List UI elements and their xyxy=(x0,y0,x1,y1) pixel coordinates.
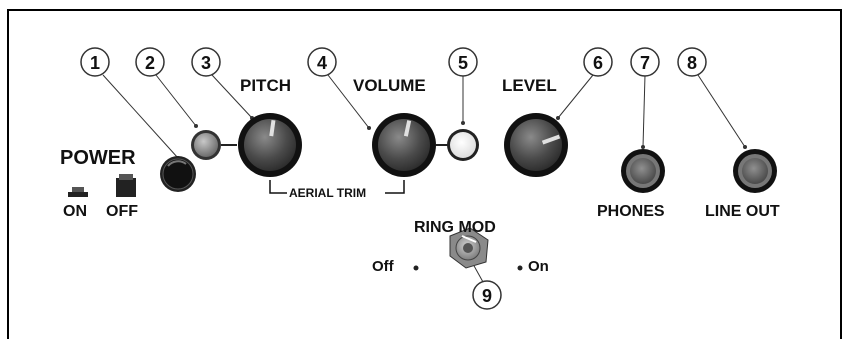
power-off-switch-icon xyxy=(116,178,136,197)
callout-circle-4 xyxy=(307,47,337,77)
power-label: POWER xyxy=(60,147,136,169)
power-off-label: OFF xyxy=(106,203,138,220)
phones-label: PHONES xyxy=(597,203,665,220)
ring-mod-label: RING MOD xyxy=(414,219,496,236)
ring-mod-on-label: On xyxy=(528,258,549,275)
panel-border-right xyxy=(840,9,842,339)
leader-line-3 xyxy=(211,74,253,119)
line-out-label: LINE OUT xyxy=(705,203,780,220)
power-on-switch-icon xyxy=(68,192,88,197)
callout-number-7: 7 xyxy=(640,53,650,73)
ring-mod-text: RING MOD xyxy=(414,219,496,236)
callout-number-3: 3 xyxy=(201,53,211,73)
callout-circle-1 xyxy=(80,47,110,77)
indicator-light-icon xyxy=(447,129,479,161)
callout-circle-7 xyxy=(630,47,660,77)
ring-off-dot xyxy=(413,265,419,271)
callout-number-4: 4 xyxy=(317,53,327,73)
power-on-label: ON xyxy=(63,203,87,220)
callout-circle-6 xyxy=(583,47,613,77)
power-switch-icons xyxy=(68,174,136,197)
callout-number-1: 1 xyxy=(90,53,100,73)
line-out-jack-icon xyxy=(733,149,777,193)
aerial-trim-label: AERIAL TRIM xyxy=(289,186,367,200)
callout-circle-5 xyxy=(448,47,478,77)
level-knob-icon xyxy=(504,113,568,177)
leader-line-1 xyxy=(102,74,179,159)
phones-jack-icon xyxy=(621,149,665,193)
callout-number-6: 6 xyxy=(593,53,603,73)
callout-number-8: 8 xyxy=(687,53,697,73)
pitch-knob-icon xyxy=(238,113,302,177)
callout-numbers: 1 2 3 4 5 6 7 8 9 xyxy=(90,53,697,306)
ring-on-dot xyxy=(517,265,523,271)
panel-border-top xyxy=(7,9,842,11)
callout-number-9: 9 xyxy=(482,286,492,306)
leader-line-2 xyxy=(155,74,197,127)
power-button-icon xyxy=(160,156,196,192)
callout-number-2: 2 xyxy=(145,53,155,73)
leader-line-8 xyxy=(697,74,746,148)
aerial-trim-bracket xyxy=(269,180,405,194)
leader-line-7 xyxy=(642,74,646,148)
leader-line-6 xyxy=(557,74,594,119)
leader-lines xyxy=(102,74,746,283)
volume-knob-icon xyxy=(372,113,436,177)
leader-line-4 xyxy=(327,74,370,129)
antenna-button-icon xyxy=(191,130,221,160)
callout-circle-8 xyxy=(677,47,707,77)
ring-mod-off-label: Off xyxy=(372,258,394,275)
callout-circles xyxy=(80,47,707,310)
callout-circle-9 xyxy=(472,280,502,310)
ring-mod-toggle-icon xyxy=(449,227,489,269)
callout-circle-2 xyxy=(135,47,165,77)
callout-circle-3 xyxy=(191,47,221,77)
pitch-label: PITCH xyxy=(240,76,291,95)
panel-border-left xyxy=(7,9,9,339)
callout-number-5: 5 xyxy=(458,53,468,73)
volume-label: VOLUME xyxy=(353,76,426,95)
level-label: LEVEL xyxy=(502,76,557,95)
